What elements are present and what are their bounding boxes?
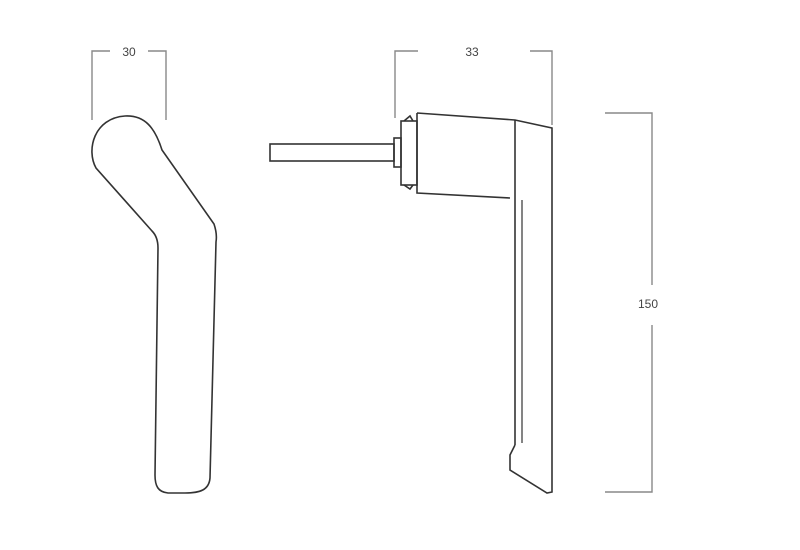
collar-detail — [403, 114, 414, 191]
dim-33-line — [394, 50, 553, 125]
lever-body — [416, 112, 553, 494]
side-view: 30 — [91, 45, 218, 494]
spindle — [269, 143, 395, 162]
front-view: 33 150 — [269, 45, 658, 494]
handle-side-profile — [91, 115, 218, 494]
rosette-collar — [400, 120, 418, 186]
dim-33-label: 33 — [465, 45, 479, 59]
dim-30-line — [91, 50, 167, 120]
dim-150-line — [605, 112, 653, 493]
dim-150-label: 150 — [638, 297, 658, 311]
dim-30-label: 30 — [122, 45, 136, 59]
spindle-plate — [393, 137, 402, 168]
